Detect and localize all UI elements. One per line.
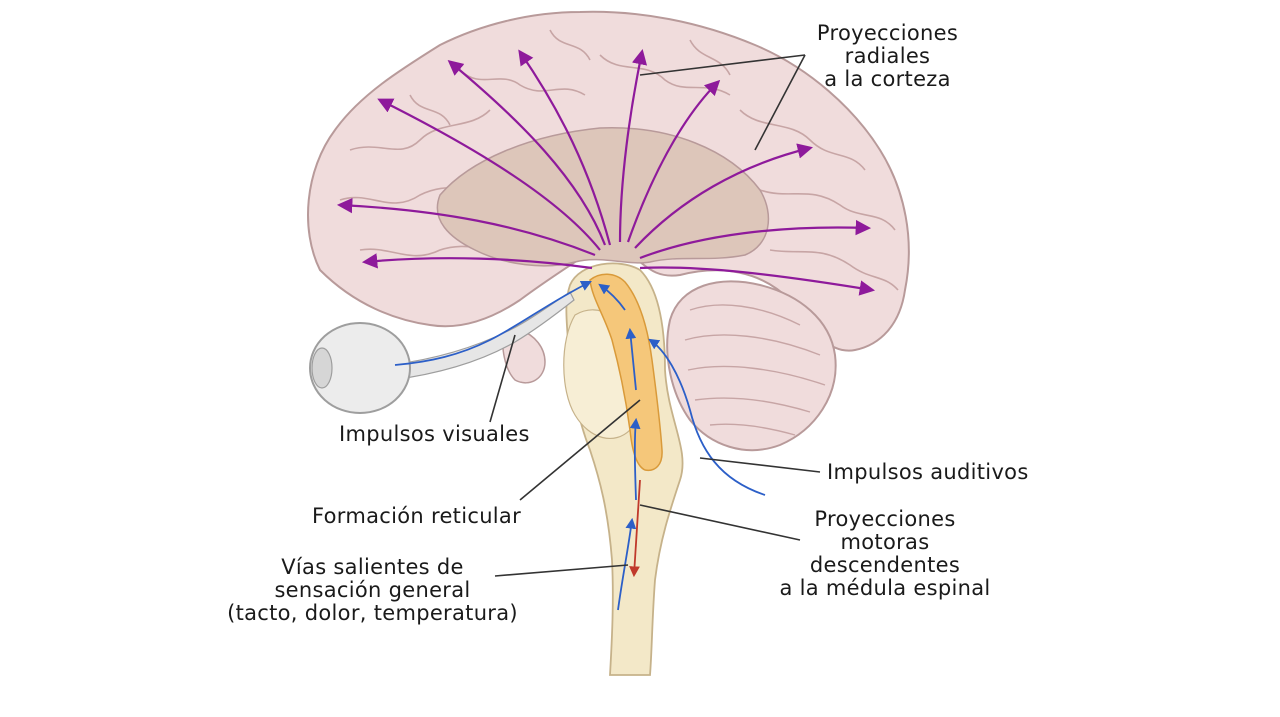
label-motor-line-2: motoras [840, 530, 930, 554]
label-radial-projections: Proyecciones radiales a la corteza [790, 22, 985, 91]
label-motor-line-1: Proyecciones [814, 507, 956, 531]
label-auditory-impulses: Impulsos auditivos [827, 460, 1029, 484]
radial-projection-arrows [336, 48, 876, 296]
label-motor-line-4: a la médula espinal [779, 576, 991, 600]
label-sensory-line-1: Vías salientes de [281, 555, 464, 579]
cerebellum [666, 280, 837, 452]
label-radial-line-1: Proyecciones [816, 21, 959, 45]
label-sensory-line-2: sensación general [274, 578, 471, 602]
label-radial-line-2: radiales [844, 44, 931, 68]
leader-lines [489, 54, 821, 577]
label-radial-line-3: a la corteza [824, 67, 951, 91]
descending-motor-arrow [629, 479, 641, 578]
label-motor-line-3: descendentes [809, 553, 961, 577]
reticular-formation [589, 273, 663, 472]
label-visual-impulses: Impulsos visuales [339, 422, 530, 446]
label-reticular-formation: Formación reticular [312, 504, 522, 528]
ascending-pathways [394, 281, 766, 611]
label-motor-projections: Proyecciones motoras descendentes a la m… [760, 508, 1010, 600]
label-sensory-line-3: (tacto, dolor, temperatura) [227, 601, 518, 625]
label-sensory-pathways: Vías salientes de sensación general (tac… [205, 556, 540, 625]
